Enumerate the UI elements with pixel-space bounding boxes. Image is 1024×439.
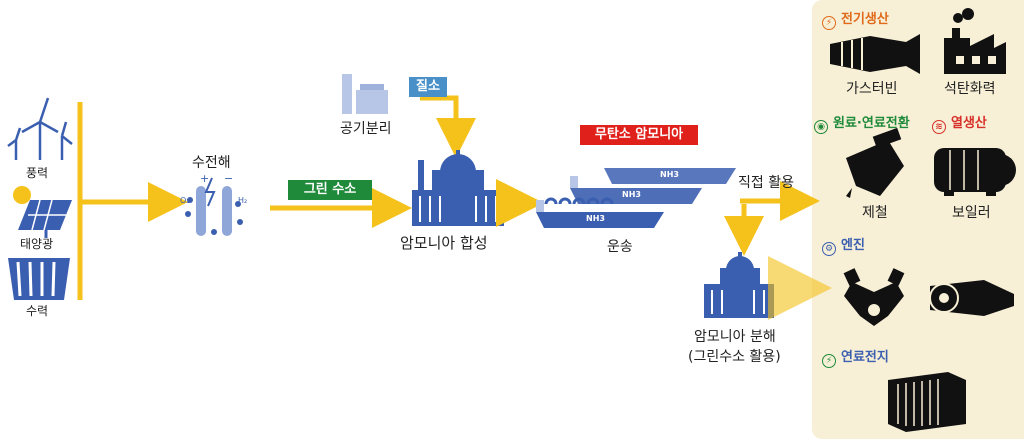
air-separation-label: 공기분리 bbox=[340, 121, 392, 137]
gas-turbine-icon bbox=[830, 34, 920, 74]
gas-turbine-label: 가스터빈 bbox=[846, 81, 898, 97]
cracking-plant-icon bbox=[704, 252, 774, 318]
fuel-cell-title-text: 연료전지 bbox=[841, 350, 889, 365]
lightning-icon: ⚡ bbox=[822, 16, 836, 30]
synthesis-label: 암모니아 합성 bbox=[400, 234, 488, 252]
svg-text:+: + bbox=[200, 172, 209, 185]
ship-label-top: NH3 bbox=[660, 170, 679, 179]
engine-block-icon bbox=[843, 268, 905, 326]
gear-icon: ⚙ bbox=[822, 242, 836, 256]
electrolyzer-icon: + − bbox=[185, 172, 243, 236]
fuel-cell-lightning-icon: ⚡ bbox=[822, 354, 836, 368]
hydro-label: 수력 bbox=[26, 304, 49, 318]
cracking-label: 암모니아 분해 bbox=[694, 329, 776, 345]
steel-label: 제철 bbox=[862, 205, 888, 221]
cracking-sublabel: (그린수소 활용) bbox=[688, 349, 781, 365]
boiler-icon bbox=[934, 148, 1016, 196]
steel-ladle-icon bbox=[846, 127, 904, 198]
wind-turbine-icon bbox=[7, 97, 73, 160]
engine-section-title: ⚙ 엔진 bbox=[822, 234, 865, 256]
boiler-label: 보일러 bbox=[952, 205, 991, 221]
fuel-cell-icon bbox=[888, 372, 966, 432]
jet-engine-icon bbox=[929, 280, 1014, 316]
heat-title-text: 열생산 bbox=[951, 116, 987, 131]
o2-label: O₂ bbox=[180, 196, 190, 205]
green-hydrogen-tag: 그린 수소 bbox=[288, 180, 372, 200]
feedstock-section-title: ◉ 원료·연료전환 bbox=[814, 112, 910, 134]
power-title-text: 전기생산 bbox=[841, 12, 889, 27]
solar-panel-icon bbox=[13, 186, 72, 238]
coal-power-label: 석탄화력 bbox=[944, 81, 996, 97]
heat-icon: ≋ bbox=[932, 120, 946, 134]
factory-icon bbox=[944, 8, 1006, 74]
ammonia-plant-icon bbox=[412, 150, 504, 226]
heat-section-title: ≋ 열생산 bbox=[932, 112, 987, 134]
power-section-title: ⚡ 전기생산 bbox=[822, 8, 889, 30]
hydro-dam-icon bbox=[8, 258, 70, 300]
electrolysis-label: 수전해 bbox=[192, 155, 231, 171]
direct-use-label: 직접 활용 bbox=[738, 175, 794, 191]
ship-label-bottom: NH3 bbox=[586, 214, 605, 223]
ship-label-mid: NH3 bbox=[622, 190, 641, 199]
tanker-ship-icon bbox=[536, 168, 736, 228]
wind-label: 풍력 bbox=[26, 166, 49, 180]
solar-label: 태양광 bbox=[20, 237, 54, 251]
engine-title-text: 엔진 bbox=[841, 238, 865, 253]
nitrogen-tag: 질소 bbox=[409, 77, 447, 97]
fuel-cell-section-title: ⚡ 연료전지 bbox=[822, 346, 889, 368]
transport-label: 운송 bbox=[607, 239, 633, 255]
h2-label: H₂ bbox=[238, 196, 248, 205]
feedstock-icon: ◉ bbox=[814, 120, 828, 134]
air-separation-icon bbox=[342, 74, 388, 114]
feedstock-title-text: 원료·연료전환 bbox=[833, 116, 910, 131]
carbon-free-ammonia-tag: 무탄소 암모니아 bbox=[580, 125, 698, 145]
svg-text:−: − bbox=[224, 172, 233, 185]
